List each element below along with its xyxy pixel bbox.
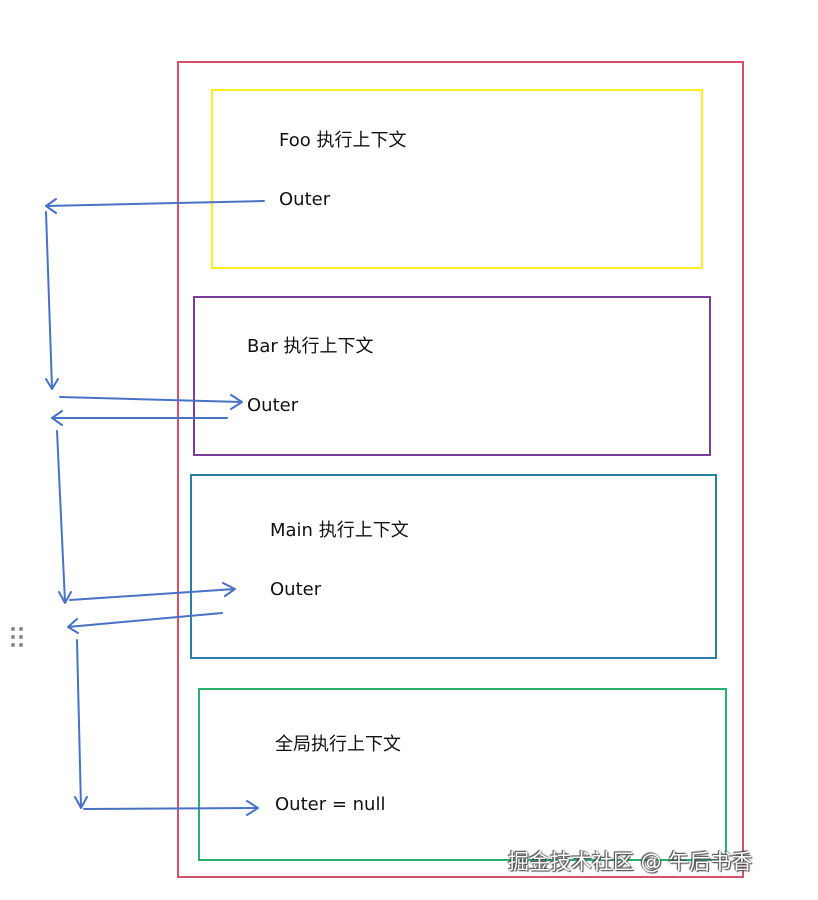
bar-context-box [193,296,711,456]
arrow-to-bar-outer [59,394,243,410]
global-context-box [198,688,727,861]
foo-context-box [211,89,703,269]
arrow-to-main-outer [69,582,236,601]
arrow-bar-outer-left [51,410,228,426]
bar-outer-label: Outer [247,395,299,416]
main-context-title: Main 执行上下文 [270,520,409,541]
main-outer-label: Outer [270,579,322,600]
arrow-foo-outer-left [45,198,265,214]
global-context-title: 全局执行上下文 [275,734,401,755]
arrow-main-outer-left [67,612,223,634]
arrow-to-global-outer [83,800,259,816]
call-stack-frame [177,61,744,878]
foo-outer-label: Outer [279,189,331,210]
main-context-box [190,474,717,659]
arrow-down-3 [74,639,88,809]
global-outer-label: Outer = null [275,794,386,815]
arrow-down-1 [45,211,59,390]
bar-context-title: Bar 执行上下文 [247,336,374,357]
foo-context-title: Foo 执行上下文 [279,130,407,151]
watermark: 掘金技术社区 @ 午后书香 [508,850,753,874]
arrow-down-2 [56,430,72,604]
drag-handle-icon[interactable] [10,626,26,650]
